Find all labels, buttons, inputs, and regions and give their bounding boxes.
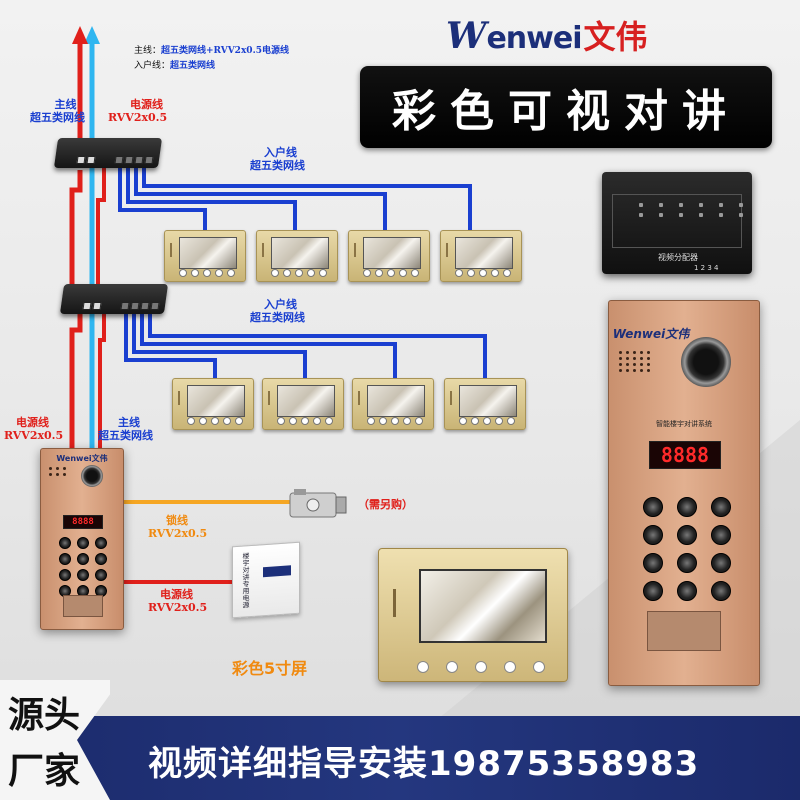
label-main-line-mid: 主线超五类网线	[98, 416, 153, 442]
legend-home-prefix: 入户线：	[134, 61, 171, 71]
indoor-monitor	[348, 230, 430, 282]
label-main-line-top: 主线超五类网线	[30, 98, 85, 124]
home-lines-2	[124, 314, 487, 378]
indoor-monitor	[164, 230, 246, 282]
legend-home-value: 超五类网线	[170, 61, 216, 71]
bottom-banner-text: 视频详细指导安装19875358983	[148, 744, 700, 784]
distributor-box-1	[53, 138, 163, 168]
indoor-monitor	[352, 378, 434, 430]
legend-main-value: 超五类网线+RVV2x0.5电源线	[161, 46, 289, 56]
logo-w: W	[446, 15, 487, 57]
power-supply-box: 楼宇对讲专用电源	[232, 541, 300, 619]
label-home-line-1: 入户线超五类网线	[250, 146, 305, 172]
indoor-monitor	[444, 378, 526, 430]
logo-cn: 文伟	[583, 18, 648, 56]
camera-icon	[681, 337, 731, 387]
distributor-box-2	[59, 284, 169, 314]
card-reader	[63, 595, 103, 617]
door-panel-small: Wenwei文伟 8888	[40, 448, 124, 630]
corner-line-1: 源头	[8, 695, 81, 736]
door-panel-large: Wenwei文伟 智能楼宇对讲系统 8888	[608, 300, 760, 686]
home-lines-1	[118, 168, 472, 230]
card-reader	[647, 611, 721, 651]
camera-icon	[81, 465, 103, 487]
door-panel-large-caption: 智能楼宇对讲系统	[656, 420, 712, 428]
indoor-monitor	[440, 230, 522, 282]
page-title: 彩色可视对讲	[392, 86, 740, 137]
indoor-monitor	[256, 230, 338, 282]
power-line-arrow	[69, 26, 106, 450]
label-lock-note: （需另购）	[358, 498, 413, 511]
label-home-line-2: 入户线超五类网线	[250, 298, 305, 324]
video-distributor: 视频分配器 1 2 3 4	[602, 172, 752, 274]
indoor-monitor	[262, 378, 344, 430]
logo-text: enwei	[486, 21, 582, 56]
legend: 主线：超五类网线+RVV2x0.5电源线 入户线：超五类网线	[134, 44, 289, 74]
label-color-screen: 彩色5寸屏	[232, 659, 308, 678]
electric-lock-icon	[289, 489, 347, 518]
legend-main-prefix: 主线：	[134, 46, 162, 56]
door-panel-large-display: 8888	[649, 441, 721, 469]
video-distributor-ports: 1 2 3 4	[694, 264, 719, 272]
door-panel-large-brand: Wenwei文伟	[612, 327, 690, 341]
power-supply-label: 楼宇对讲专用电源	[242, 552, 250, 609]
indoor-monitor-large	[378, 548, 568, 682]
video-distributor-label: 视频分配器	[658, 253, 698, 262]
door-panel-small-brand: Wenwei文伟	[56, 454, 108, 463]
bottom-banner: 视频详细指导安装19875358983	[0, 716, 800, 800]
corner-line-2: 厂家	[8, 751, 81, 792]
main-line-arrow	[84, 26, 100, 448]
title-banner: 彩色可视对讲	[360, 66, 772, 148]
indoor-monitor	[172, 378, 254, 430]
door-panel-small-display: 8888	[63, 515, 103, 529]
